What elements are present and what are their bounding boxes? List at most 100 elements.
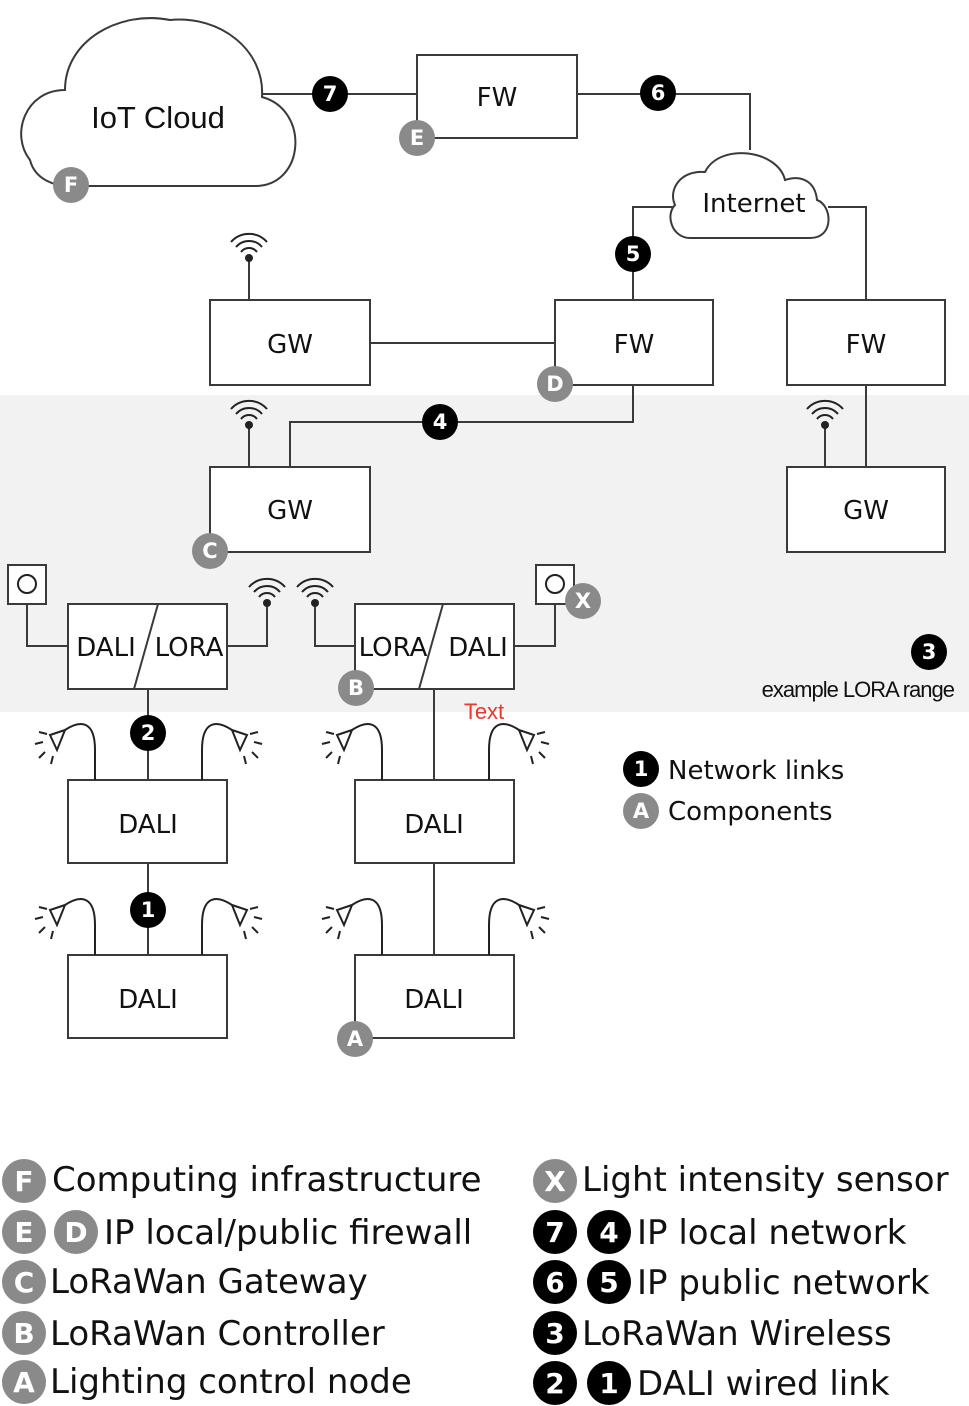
legend-label: Computing infrastructure — [52, 1160, 482, 1200]
svg-text:1: 1 — [599, 1367, 618, 1400]
lamp-icon — [488, 898, 550, 955]
link-badge-7: 7 — [312, 76, 348, 112]
legend-label: IP local network — [637, 1213, 907, 1253]
svg-text:A: A — [13, 1366, 35, 1399]
cloud-shape — [20, 17, 297, 187]
svg-text:E: E — [14, 1216, 33, 1249]
dali-left-1-label: DALI — [118, 810, 178, 840]
legend-item: 6 5 IP public network — [533, 1260, 930, 1304]
antenna-icon — [230, 232, 268, 262]
svg-text:1: 1 — [141, 898, 156, 922]
legend-item: 7 4 IP local network — [533, 1210, 907, 1254]
link-fw-internet — [577, 93, 751, 150]
svg-text:A: A — [633, 799, 650, 823]
fw-top-label: FW — [477, 83, 518, 113]
internet-cloud: Internet — [669, 152, 830, 239]
lamp-icon — [201, 723, 263, 780]
lamps — [34, 723, 550, 955]
dali-right-2-label: DALI — [404, 985, 464, 1015]
dali-right-1: DALI — [354, 779, 515, 864]
key-components: A Components — [623, 793, 833, 829]
svg-text:F: F — [14, 1165, 33, 1198]
legend-label: DALI wired link — [637, 1364, 890, 1404]
legend: F Computing infrastructure E D IP local/… — [2, 1159, 949, 1405]
svg-text:1: 1 — [634, 757, 649, 781]
svg-text:7: 7 — [323, 82, 338, 106]
wire-sensor-right — [514, 604, 556, 647]
key-component-badge: A — [623, 793, 659, 829]
component-badge-c: C — [192, 533, 228, 569]
svg-text:5: 5 — [599, 1266, 618, 1299]
gw-upper-label: GW — [267, 330, 313, 360]
antenna-icon — [296, 577, 334, 607]
lamp-icon — [488, 723, 550, 780]
lamp-icon — [321, 723, 383, 780]
link-badge-2: 2 — [130, 715, 166, 751]
lamp-icon — [34, 898, 96, 955]
gw-right-label: GW — [843, 496, 889, 526]
legend-item: F Computing infrastructure — [2, 1159, 482, 1203]
connections — [26, 93, 867, 955]
legend-item: 3 LoRaWan Wireless — [533, 1311, 892, 1355]
svg-text:5: 5 — [626, 242, 641, 266]
gw-right: GW — [786, 466, 946, 553]
gw-lower-label: GW — [267, 496, 313, 526]
svg-text:D: D — [64, 1216, 87, 1249]
legend-label: Light intensity sensor — [582, 1160, 949, 1200]
svg-text:E: E — [410, 126, 424, 150]
link-badge-1: 1 — [130, 892, 166, 928]
controller-right-label-b: DALI — [448, 633, 508, 663]
svg-text:A: A — [347, 1027, 364, 1051]
link-badge-6: 6 — [640, 75, 676, 111]
fw-mid-label: FW — [614, 330, 655, 360]
fw-right: FW — [786, 299, 946, 386]
stray-text-label: Text — [464, 699, 504, 724]
fw-right-label: FW — [846, 330, 887, 360]
component-badge-x: X — [565, 583, 601, 619]
legend-item: C LoRaWan Gateway — [2, 1260, 368, 1304]
antenna-stem-ctrl-right — [314, 605, 355, 647]
svg-text:B: B — [348, 676, 364, 700]
svg-text:3: 3 — [922, 640, 937, 664]
svg-text:B: B — [13, 1317, 34, 1350]
legend-item: A Lighting control node — [2, 1360, 412, 1404]
svg-text:C: C — [14, 1266, 35, 1299]
controller-left-label-b: LORA — [155, 633, 224, 663]
link-badge-3: 3 — [911, 634, 947, 670]
lamp-icon — [34, 723, 96, 780]
light-sensor-left — [7, 564, 47, 605]
svg-text:X: X — [544, 1165, 566, 1198]
dali-left-1: DALI — [67, 779, 228, 864]
lora-range-label: example LORA range — [762, 677, 955, 702]
legend-item: 2 1 DALI wired link — [533, 1361, 890, 1405]
lamp-icon — [201, 898, 263, 955]
lamp-icon — [321, 898, 383, 955]
antenna-icon — [230, 399, 268, 429]
dali-left-2-label: DALI — [118, 985, 178, 1015]
gw-upper: GW — [209, 299, 371, 386]
dali-right-1-label: DALI — [404, 810, 464, 840]
iot-cloud: IoT Cloud — [20, 17, 297, 187]
legend-label: LoRaWan Gateway — [50, 1262, 368, 1302]
controller-right: LORA DALI — [354, 603, 515, 690]
component-badge-f: F — [53, 167, 89, 203]
legend-label: LoRaWan Controller — [50, 1314, 385, 1354]
link-fw-gw-lower — [289, 385, 634, 467]
svg-text:4: 4 — [433, 410, 448, 434]
link-badge-4: 4 — [422, 404, 458, 440]
key-network-links-label: Network links — [668, 756, 844, 786]
controller-left: DALI LORA — [67, 603, 228, 690]
fw-mid: FW — [554, 299, 714, 386]
svg-text:D: D — [546, 372, 563, 396]
svg-text:C: C — [202, 539, 217, 563]
svg-text:6: 6 — [545, 1266, 564, 1299]
controller-right-label-a: LORA — [359, 633, 428, 663]
dali-left-2: DALI — [67, 954, 228, 1039]
fw-top: FW — [416, 54, 578, 139]
svg-text:3: 3 — [545, 1317, 564, 1350]
link-internet-fw-right — [828, 206, 867, 300]
wire-sensor-left — [26, 604, 68, 647]
component-badge-d: D — [537, 366, 573, 402]
link-badge-5: 5 — [615, 236, 651, 272]
